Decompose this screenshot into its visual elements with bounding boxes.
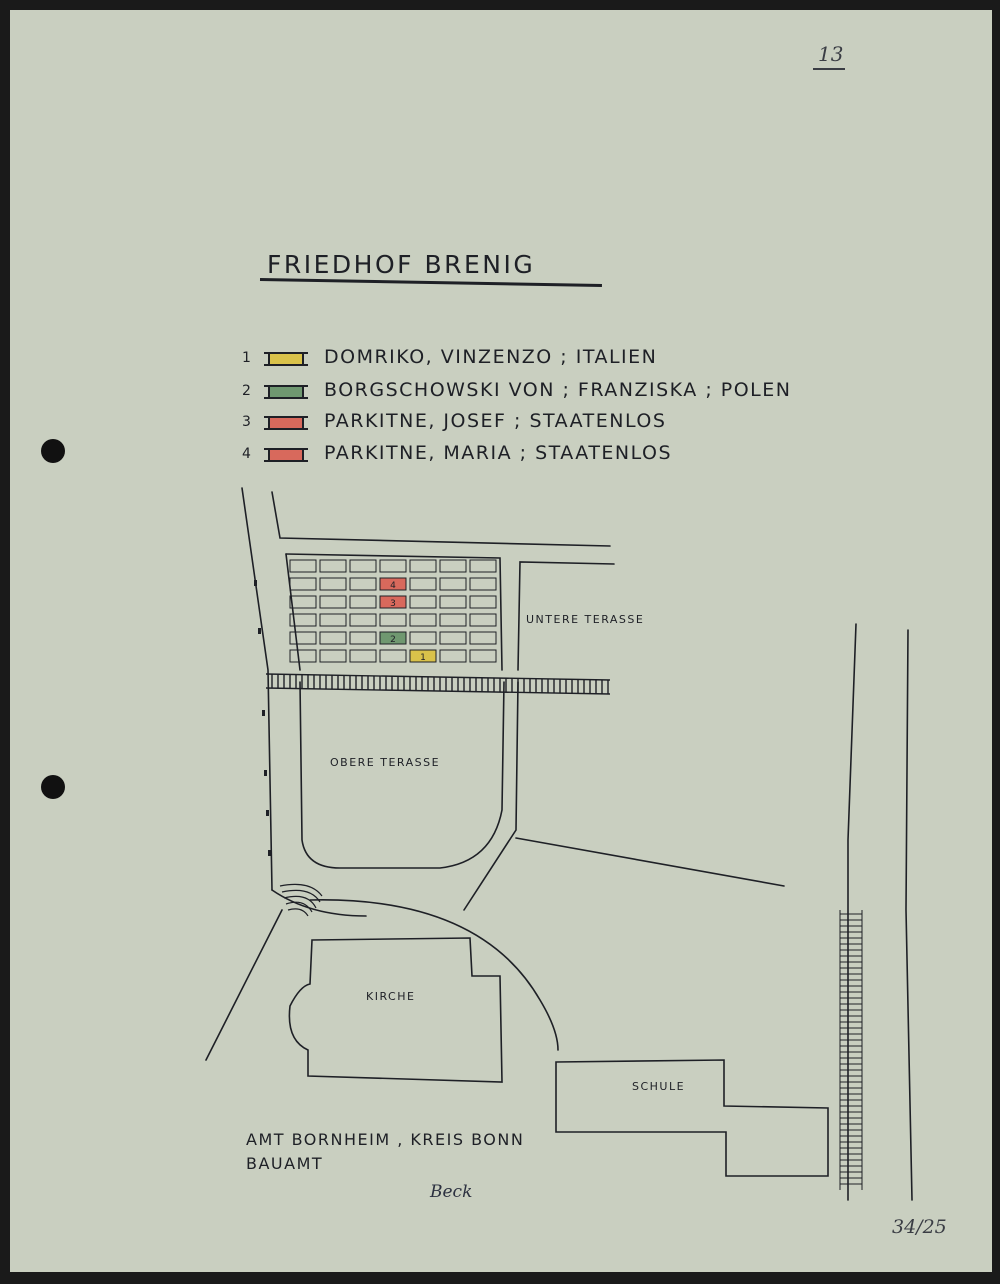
legend-swatch [264,416,308,430]
punch-hole [41,439,65,463]
grave-plot [319,613,347,627]
grave-plot [469,631,497,645]
grave-plot [289,595,317,609]
grave-plot [439,613,467,627]
boundary-line-2 [905,629,913,1201]
marked-grave [379,631,407,645]
map-title: FRIEDHOF BRENIG [267,250,536,279]
page-number: 13 [818,42,844,66]
road-left-diagonal [205,909,283,1061]
legend-number: 2 [242,383,253,399]
grave-number: 3 [390,599,396,609]
grave-plot [379,613,407,627]
legend-number: 4 [242,446,253,462]
grave-plot [289,649,317,663]
grave-plot [439,595,467,609]
kirche-outline [288,937,503,1083]
marked-grave [379,595,407,609]
footer-office: AMT BORNHEIM , KREIS BONN [246,1130,525,1149]
punch-hole [41,775,65,799]
grave-plot [379,649,407,663]
signature: Beck [430,1182,473,1202]
path-right [463,681,519,911]
stairs-right [839,910,863,1190]
road-marks [254,580,271,856]
stairs-junction [279,883,323,917]
grave-grid: 4 3 2 1 [289,559,497,663]
road-left-inner [271,491,611,547]
legend-swatch [264,352,308,366]
page-number-underline [813,68,845,70]
obere-terasse-outline [299,681,505,869]
label-schule: SCHULE [632,1080,686,1093]
grave-plot [319,595,347,609]
grave-plot [379,559,407,573]
grave-plot [349,577,377,591]
grave-plot [409,631,437,645]
grave-plot [469,577,497,591]
marked-grave [409,649,437,663]
legend-number: 3 [242,414,253,430]
legend-label: PARKITNE, JOSEF ; STAATENLOS [324,410,667,432]
road-left-outer [241,487,273,891]
grave-plot [409,613,437,627]
grave-plot [349,649,377,663]
grave-plot [469,613,497,627]
road-right-diagonal [515,837,785,887]
cemetery-outline [285,553,503,671]
grave-plot [349,595,377,609]
grave-plot [289,577,317,591]
legend-swatch [264,448,308,462]
road-cemetery-left [285,553,301,671]
label-kirche: KIRCHE [366,990,416,1003]
grave-plot [349,631,377,645]
schule-outline [555,1059,829,1177]
grave-plot [469,649,497,663]
site-plan: 4 3 2 1 [205,487,913,1201]
grave-plot [319,631,347,645]
archive-number: 34/25 [892,1216,947,1238]
boundary-line-1 [847,623,857,1201]
grave-plot [349,613,377,627]
grave-plot [409,559,437,573]
grave-plot [349,559,377,573]
grave-plot [319,559,347,573]
footer-department: BAUAMT [246,1154,324,1173]
grave-plot [469,595,497,609]
grave-plot [409,577,437,591]
grave-plot [319,577,347,591]
grave-number: 2 [390,635,396,645]
untere-terasse-boundary [517,561,615,671]
grave-number: 4 [390,581,396,591]
marked-grave [379,577,407,591]
grave-plot [289,559,317,573]
grave-plot [469,559,497,573]
legend-label: BORGSCHOWSKI VON ; FRANZISKA ; POLEN [324,379,792,401]
label-untere-terasse: UNTERE TERASSE [526,613,645,626]
label-obere-terasse: OBERE TERASSE [330,756,441,769]
grave-number: 1 [420,653,426,663]
document-sheet: 13 FRIEDHOF BRENIG 1 DOMRIKO, VINZENZO ;… [10,10,992,1272]
grave-plot [439,649,467,663]
legend-swatch [264,385,308,399]
grave-plot [289,613,317,627]
legend-number: 1 [242,350,253,366]
legend-label: DOMRIKO, VINZENZO ; ITALIEN [324,346,658,368]
grave-plot [289,631,317,645]
grave-plot [439,631,467,645]
road-curve [309,899,559,1051]
grave-plot [409,595,437,609]
legend-label: PARKITNE, MARIA ; STAATENLOS [324,442,673,464]
grave-plot [439,577,467,591]
fence [265,673,611,695]
grave-plot [319,649,347,663]
grave-plot [439,559,467,573]
road-loop [271,889,367,917]
